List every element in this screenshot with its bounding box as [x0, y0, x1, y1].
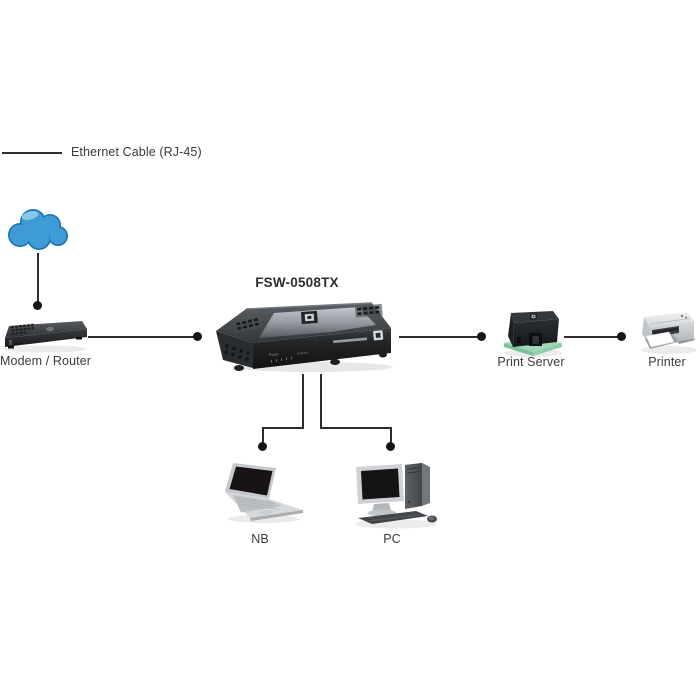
cable-switch-to-pc-vertical [320, 374, 322, 429]
cloud-highlight [21, 211, 39, 220]
switch-top-logo [301, 310, 318, 324]
printserver-logo [530, 313, 537, 320]
cable-endpoint-dot-switch [193, 332, 202, 341]
cable-endpoint-dot-printer [617, 332, 626, 341]
printer-paper-sheet [645, 331, 675, 348]
cable-endpoint-dot-nb [258, 442, 267, 451]
cable-modem-to-switch [88, 336, 195, 338]
notebook-key-rows [234, 497, 280, 510]
cable-switch-to-pc-horizontal [320, 427, 392, 429]
pc-label: PC [383, 532, 401, 546]
switch-foot [234, 365, 244, 371]
switch-side-vents [224, 344, 250, 361]
printer-button [685, 316, 687, 319]
cloud-fill [9, 210, 67, 249]
cable-printserver-to-printer [564, 336, 619, 338]
pc-keyboard-rows [363, 512, 420, 521]
cable-switch-to-pc-drop [390, 427, 392, 444]
modem-foot-left [8, 346, 14, 349]
cable-endpoint-dot-printserver [477, 332, 486, 341]
printserver-pcb-right-edge [533, 343, 562, 356]
notebook-touchpad [256, 509, 276, 515]
modem-vents [11, 323, 35, 335]
print-server-label: Print Server [497, 355, 565, 369]
switch-back-edge-highlight [245, 302, 373, 310]
modem-front-face [5, 329, 87, 347]
print-server-icon [503, 311, 563, 357]
printer-output-slot-inner [653, 327, 678, 335]
switch-model-label: FSW-0508TX [255, 275, 339, 290]
cable-endpoint-dot-modem [33, 301, 42, 310]
pc-tower-power-button [407, 500, 411, 504]
cable-switch-to-printserver [399, 336, 479, 338]
modem-led-strip [8, 339, 13, 346]
ethernet-cable-legend-line [2, 152, 62, 154]
printer-power-button [680, 314, 684, 318]
pc-mouse-highlight [428, 516, 435, 521]
modem-shadow [4, 345, 86, 353]
pc-tower-drive-bays [406, 467, 422, 474]
printer-icon [641, 312, 697, 354]
notebook-icon [225, 463, 303, 523]
ethernet-switch-icon: Power Link/Act [216, 302, 393, 372]
switch-top-vent-panel-left [233, 315, 263, 333]
cable-cloud-to-modem [37, 253, 39, 304]
switch-port-leds [270, 356, 292, 363]
switch-front-logo [373, 330, 384, 341]
printer-shadow [641, 346, 697, 354]
pc-tower-front [405, 463, 422, 509]
cable-switch-to-nb-horizontal [262, 427, 304, 429]
printserver-box-left [508, 313, 514, 347]
switch-linkact-label: Link/Act [297, 351, 308, 356]
cable-switch-to-nb-vertical [302, 374, 304, 429]
notebook-screen [229, 466, 273, 496]
rj45-port-inner [532, 336, 539, 344]
desktop-pc-icon [355, 463, 437, 529]
switch-foot [330, 359, 340, 365]
ethernet-cable-legend-label: Ethernet Cable (RJ-45) [71, 145, 202, 159]
cable-endpoint-dot-pc [386, 442, 395, 451]
switch-front-print [333, 337, 368, 344]
cable-switch-to-nb-drop [262, 427, 264, 444]
switch-front-panel: Power Link/Act [269, 330, 384, 363]
pc-tower-side [422, 463, 430, 506]
modem-router-label: Modem / Router [0, 354, 92, 368]
notebook-front-edge [250, 510, 303, 521]
switch-power-label: Power [269, 352, 280, 357]
printserver-pcb-left-edge [504, 343, 533, 356]
modem-foot-right [76, 337, 82, 340]
notebook-label: NB [251, 532, 269, 546]
modem-logo [46, 326, 54, 332]
switch-front-face [253, 328, 391, 369]
printer-label: Printer [648, 355, 686, 369]
printserver-side-port [517, 337, 521, 343]
modem-router-icon [4, 321, 87, 353]
pc-monitor-screen [361, 468, 400, 500]
switch-top-vent-panel-right [354, 303, 383, 318]
printer-top-groove [649, 318, 691, 325]
cloud-icon [8, 209, 68, 250]
